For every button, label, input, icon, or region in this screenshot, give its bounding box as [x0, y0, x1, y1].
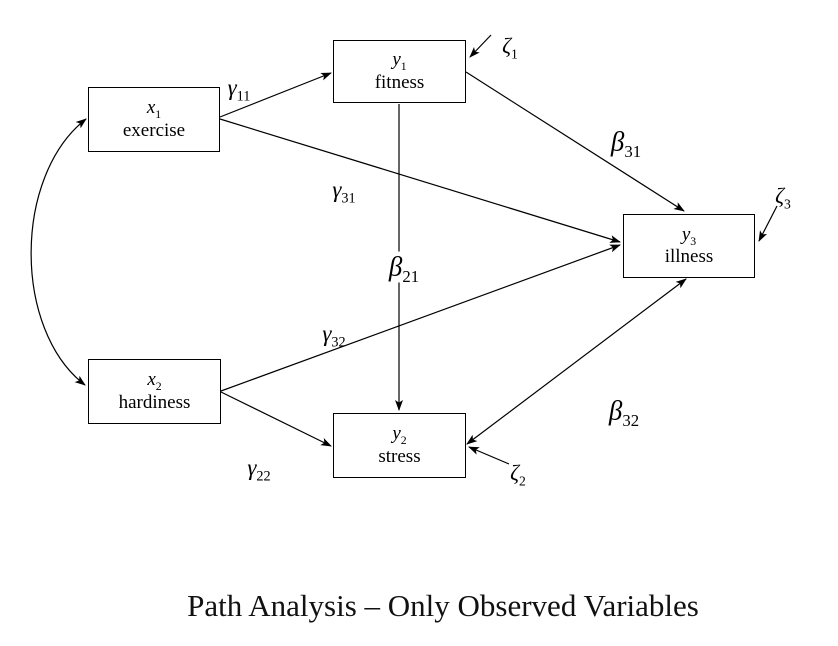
arrow-zeta3 — [758, 205, 778, 242]
node-x1-label: exercise — [122, 119, 186, 141]
node-x1-symbol: x1 — [146, 97, 162, 121]
coef-label-beta32: β32 — [608, 395, 640, 430]
error-label-zeta2: ζ2 — [510, 460, 526, 489]
arrow-zeta2 — [468, 446, 510, 465]
arrow-zeta1 — [469, 34, 492, 58]
node-y2-stress: y2 stress — [333, 413, 466, 478]
node-y3-label: illness — [664, 246, 714, 267]
coef-label-gamma11: γ11 — [227, 75, 251, 105]
coef-label-gamma32: γ32 — [322, 321, 346, 351]
node-y3-symbol: y3 — [681, 223, 697, 248]
coef-label-gamma22: γ22 — [247, 455, 271, 485]
arrow-gamma22 — [220, 391, 332, 447]
coef-label-beta21: β21 — [384, 251, 424, 285]
node-x2-label: hardiness — [118, 391, 191, 413]
error-label-zeta1: ζ1 — [502, 33, 518, 62]
arrow-beta31 — [465, 71, 685, 212]
error-label-zeta3: ζ3 — [775, 183, 791, 212]
slide-title: Path Analysis – Only Observed Variables — [187, 588, 699, 623]
coef-label-gamma31: γ31 — [332, 177, 356, 207]
node-x1-exercise: x1 exercise — [88, 87, 220, 152]
node-y2-label: stress — [378, 445, 421, 467]
arrow-gamma31 — [219, 118, 621, 243]
node-y1-label: fitness — [374, 71, 425, 93]
coef-label-beta31: β31 — [610, 126, 642, 161]
node-y3-illness: y3 illness — [623, 214, 755, 278]
node-y2-symbol: y2 — [392, 423, 407, 447]
arrow-correlation-x1-x2 — [30, 118, 87, 386]
node-x2-hardiness: x2 hardiness — [88, 359, 221, 424]
node-x2-symbol: x2 — [147, 369, 162, 393]
node-y1-symbol: y1 — [392, 49, 407, 73]
node-y1-fitness: y1 fitness — [333, 40, 466, 103]
arrow-beta32 — [466, 278, 687, 445]
